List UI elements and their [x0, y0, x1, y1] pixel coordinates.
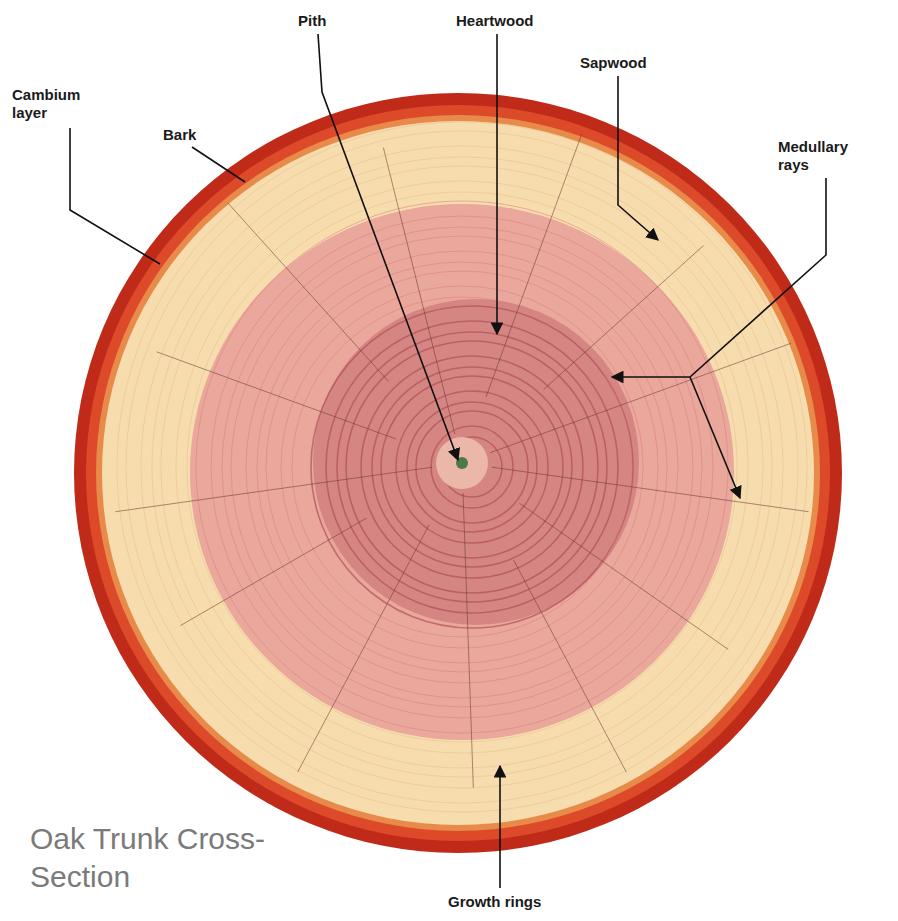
growth-ring	[246, 251, 678, 683]
growth-ring	[266, 271, 658, 663]
growth-rings	[117, 122, 807, 812]
growth-ring	[372, 367, 572, 567]
part-label: Cambium layer	[12, 86, 102, 122]
growth-ring	[407, 402, 537, 532]
growth-ring	[117, 122, 807, 812]
growth-ring	[416, 411, 528, 523]
medullary-ray	[463, 493, 473, 788]
growth-ring	[161, 166, 763, 768]
part-label: Medullary rays	[778, 138, 870, 174]
growth-ring	[326, 321, 618, 613]
growth-ring	[346, 341, 598, 593]
part-label: Pith	[298, 12, 326, 30]
growth-ring	[187, 192, 737, 742]
part-label: Bark	[163, 126, 196, 144]
medullary-ray	[383, 148, 454, 434]
leader-line	[499, 766, 501, 888]
growth-ring	[281, 286, 643, 648]
growth-ring	[141, 146, 783, 788]
medullary-ray	[228, 203, 389, 381]
leader-line	[496, 34, 498, 334]
part-label: Growth rings	[448, 893, 541, 911]
growth-ring	[381, 376, 563, 558]
leader-line	[70, 128, 160, 264]
growth-ring	[361, 356, 583, 578]
part-label: Heartwood	[456, 12, 534, 30]
growth-ring	[126, 131, 798, 803]
bark-inner	[86, 105, 830, 841]
pith-area	[436, 437, 488, 489]
growth-ring	[196, 201, 728, 733]
growth-ring	[222, 227, 702, 707]
medullary-ray	[514, 560, 627, 772]
bark	[74, 93, 842, 853]
growth-ring	[231, 236, 693, 698]
leader-line	[618, 76, 658, 240]
growth-ring	[292, 297, 632, 637]
medullary-ray	[544, 246, 704, 390]
caption: Oak Trunk Cross-Section	[30, 820, 290, 896]
medullary-ray	[490, 343, 791, 452]
cambium-layer	[96, 115, 820, 831]
medullary-ray	[486, 134, 582, 397]
growth-ring	[431, 426, 513, 508]
medullary-rays	[115, 134, 808, 788]
part-label: Sapwood	[580, 54, 647, 72]
growth-ring	[152, 157, 772, 777]
growth-ring	[396, 391, 548, 543]
leader-line	[612, 178, 826, 377]
growth-ring	[311, 306, 633, 628]
medullary-ray	[157, 352, 397, 439]
growth-ring	[337, 332, 607, 602]
growth-ring	[211, 216, 713, 718]
growth-ring	[176, 181, 748, 753]
medullary-ray	[298, 525, 429, 772]
medullary-ray	[492, 467, 809, 512]
leader-line	[192, 147, 245, 182]
sapwood	[102, 121, 814, 825]
medullary-ray	[115, 467, 432, 512]
medullary-ray	[181, 518, 367, 626]
heartwood-outer	[190, 204, 734, 740]
medullary-ray	[519, 503, 728, 649]
leader-line	[690, 377, 740, 498]
leader-line	[318, 34, 458, 460]
leader-lines	[70, 34, 826, 888]
growth-ring	[257, 262, 667, 672]
